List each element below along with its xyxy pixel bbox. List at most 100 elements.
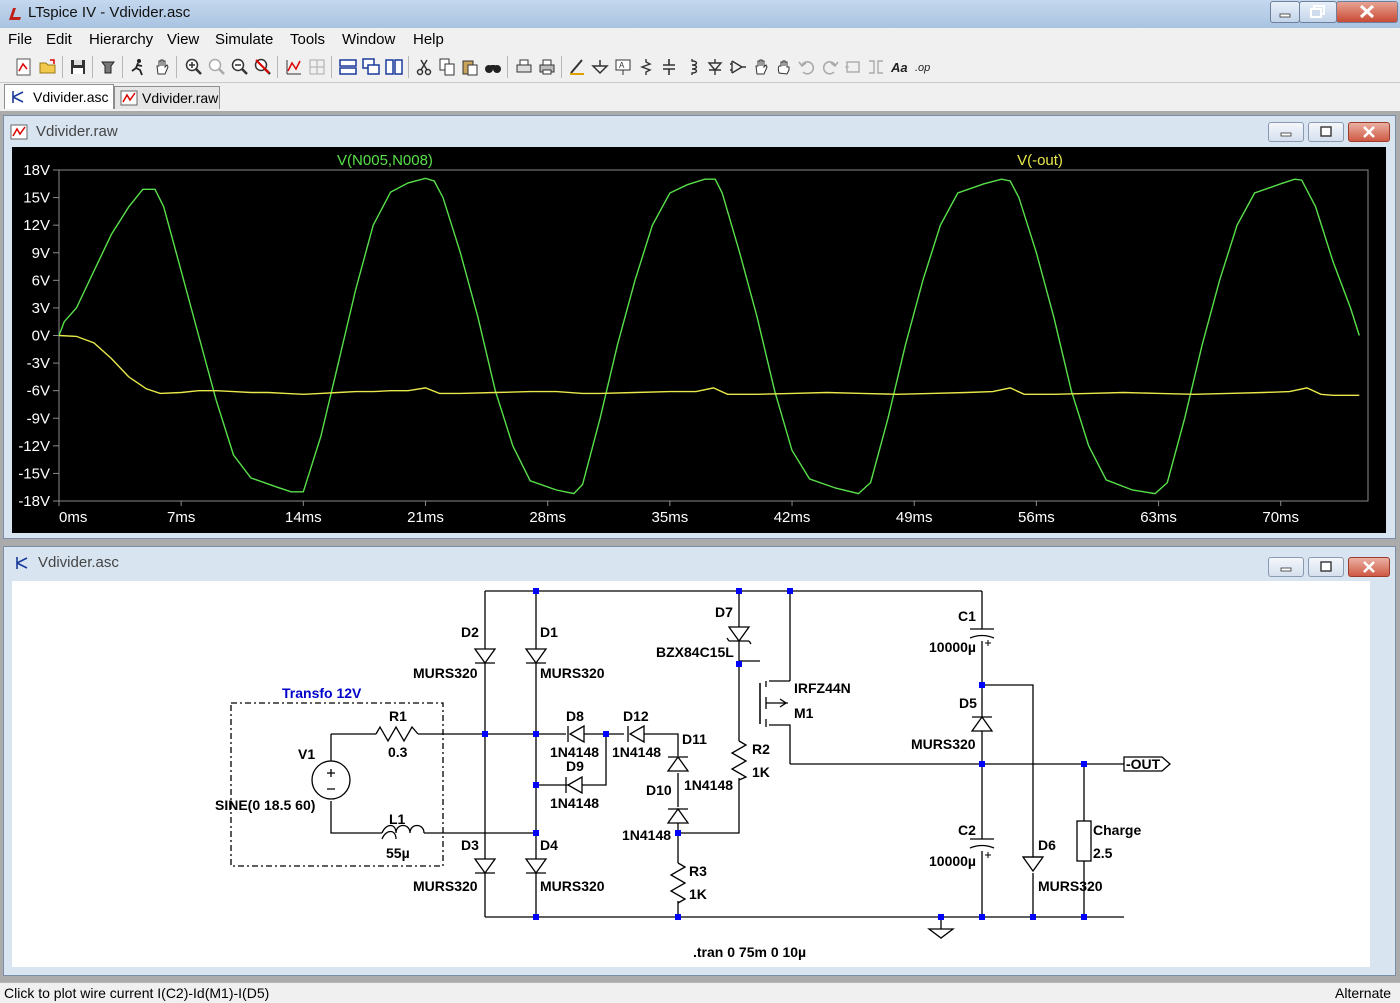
spice-directive[interactable]: .tran 0 75m 0 10µ [693, 944, 806, 960]
d1-value[interactable]: MURS320 [540, 665, 605, 681]
capacitor-icon[interactable] [659, 57, 679, 77]
waveform-minimize-button[interactable] [1268, 122, 1304, 142]
legend-series-2[interactable]: V(-out) [1017, 152, 1063, 169]
paste-icon[interactable] [460, 57, 480, 77]
c2-ref[interactable]: C2 [958, 822, 976, 838]
rotate-icon[interactable] [843, 57, 863, 77]
diode-d7[interactable] [726, 626, 752, 645]
tab-vdivider-raw[interactable]: Vdivider.raw [114, 86, 220, 109]
tab-vdivider-asc[interactable]: Vdivider.asc [4, 84, 114, 109]
trace-series-1[interactable] [58, 177, 1360, 495]
l1-ref[interactable]: L1 [389, 811, 406, 827]
diode-d1[interactable] [524, 648, 548, 665]
legend-series-1[interactable]: V(N005,N008) [337, 152, 433, 169]
copy-icon[interactable] [437, 57, 457, 77]
print-icon[interactable] [537, 57, 557, 77]
resistor-r2[interactable] [730, 740, 748, 781]
print-preview-icon[interactable] [514, 57, 534, 77]
d12-ref[interactable]: D12 [623, 708, 649, 724]
grid-icon[interactable] [307, 57, 327, 77]
capacitor-c1[interactable] [969, 628, 995, 646]
menu-tools[interactable]: Tools [290, 31, 326, 48]
zoom-cancel-icon[interactable] [253, 57, 273, 77]
m1-value[interactable]: IRFZ44N [794, 680, 851, 696]
save-icon[interactable] [68, 57, 88, 77]
net-label-out-flag[interactable] [1123, 756, 1171, 772]
d12-value[interactable]: 1N4148 [612, 744, 661, 760]
c1-ref[interactable]: C1 [958, 608, 976, 624]
wire[interactable] [330, 733, 566, 834]
diode-d5[interactable] [970, 715, 994, 732]
draw-wire-icon[interactable] [567, 57, 587, 77]
d4-value[interactable]: MURS320 [540, 878, 605, 894]
diode-d12[interactable] [627, 724, 645, 744]
v1-value[interactable]: SINE(0 18.5 60) [215, 797, 315, 813]
l1-value[interactable]: 55µ [386, 845, 410, 861]
r1-value[interactable]: 0.3 [388, 744, 408, 760]
d7-value[interactable]: BZX84C15L [656, 644, 734, 660]
diode-d9[interactable] [565, 775, 583, 795]
pan-icon[interactable] [152, 57, 172, 77]
capacitor-c2[interactable] [969, 838, 995, 858]
charge-ref[interactable]: Charge [1093, 822, 1141, 838]
schematic-close-button[interactable] [1348, 557, 1390, 577]
close-button[interactable] [1336, 1, 1398, 23]
diode-d8[interactable] [567, 724, 585, 744]
menu-file[interactable]: File [8, 31, 33, 48]
d11-ref[interactable]: D11 [682, 731, 707, 747]
schematic-canvas[interactable]: Transfo 12V R1 0.3 V1 SINE(0 18.5 60) L1… [12, 581, 1370, 967]
resistor-icon[interactable] [636, 57, 656, 77]
d6-value[interactable]: MURS320 [1038, 878, 1103, 894]
redo-icon[interactable] [820, 57, 840, 77]
autorange-icon[interactable] [284, 57, 304, 77]
schematic-restore-button[interactable] [1308, 557, 1344, 577]
drag-icon[interactable] [774, 57, 794, 77]
cascade-icon[interactable] [361, 57, 381, 77]
v1-ref[interactable]: V1 [298, 746, 315, 762]
waveform-restore-button[interactable] [1308, 122, 1344, 142]
inductor-icon[interactable] [682, 57, 702, 77]
d3-value[interactable]: MURS320 [413, 878, 478, 894]
d11-value[interactable]: 1N4148 [684, 777, 733, 793]
zoom-out-icon[interactable] [230, 57, 250, 77]
diode-d2[interactable] [473, 648, 497, 665]
text-icon[interactable]: Aa [890, 57, 910, 77]
find-icon[interactable] [483, 57, 503, 77]
d9-ref[interactable]: D9 [566, 758, 584, 774]
mosfet-m1[interactable] [759, 681, 788, 727]
d6-ref[interactable]: D6 [1038, 837, 1056, 853]
menu-help[interactable]: Help [413, 31, 444, 48]
d10-ref[interactable]: D10 [646, 782, 672, 798]
menu-window[interactable]: Window [342, 31, 396, 48]
d2-value[interactable]: MURS320 [413, 665, 478, 681]
menu-view[interactable]: View [167, 31, 200, 48]
component-icon[interactable] [728, 57, 748, 77]
diode-d3[interactable] [473, 858, 497, 875]
c1-value[interactable]: 10000µ [929, 639, 976, 655]
diode-d4[interactable] [524, 858, 548, 875]
waveform-close-button[interactable] [1348, 122, 1390, 142]
wire[interactable] [484, 663, 537, 917]
run-icon[interactable] [128, 57, 148, 77]
tile-horizontal-icon[interactable] [338, 57, 358, 77]
menu-edit[interactable]: Edit [46, 31, 72, 48]
restore-button[interactable] [1299, 1, 1337, 23]
m1-ref[interactable]: M1 [794, 705, 814, 721]
control-panel-icon[interactable] [98, 57, 118, 77]
cut-icon[interactable] [414, 57, 434, 77]
resistor-r3[interactable] [669, 862, 687, 904]
wire[interactable] [484, 590, 983, 681]
ground-icon[interactable] [590, 57, 610, 77]
open-icon[interactable] [38, 57, 58, 77]
wire[interactable] [485, 641, 1124, 929]
undo-icon[interactable] [797, 57, 817, 77]
transfo-group-label[interactable]: Transfo 12V [282, 685, 362, 701]
menu-simulate[interactable]: Simulate [215, 31, 274, 48]
charge-value[interactable]: 2.5 [1093, 845, 1113, 861]
tile-vertical-icon[interactable] [384, 57, 404, 77]
diode-d10[interactable] [666, 807, 690, 824]
d5-value[interactable]: MURS320 [911, 736, 976, 752]
inductor-l1[interactable] [381, 824, 425, 840]
zoom-in-icon[interactable] [184, 57, 204, 77]
load-charge[interactable] [1076, 820, 1092, 862]
